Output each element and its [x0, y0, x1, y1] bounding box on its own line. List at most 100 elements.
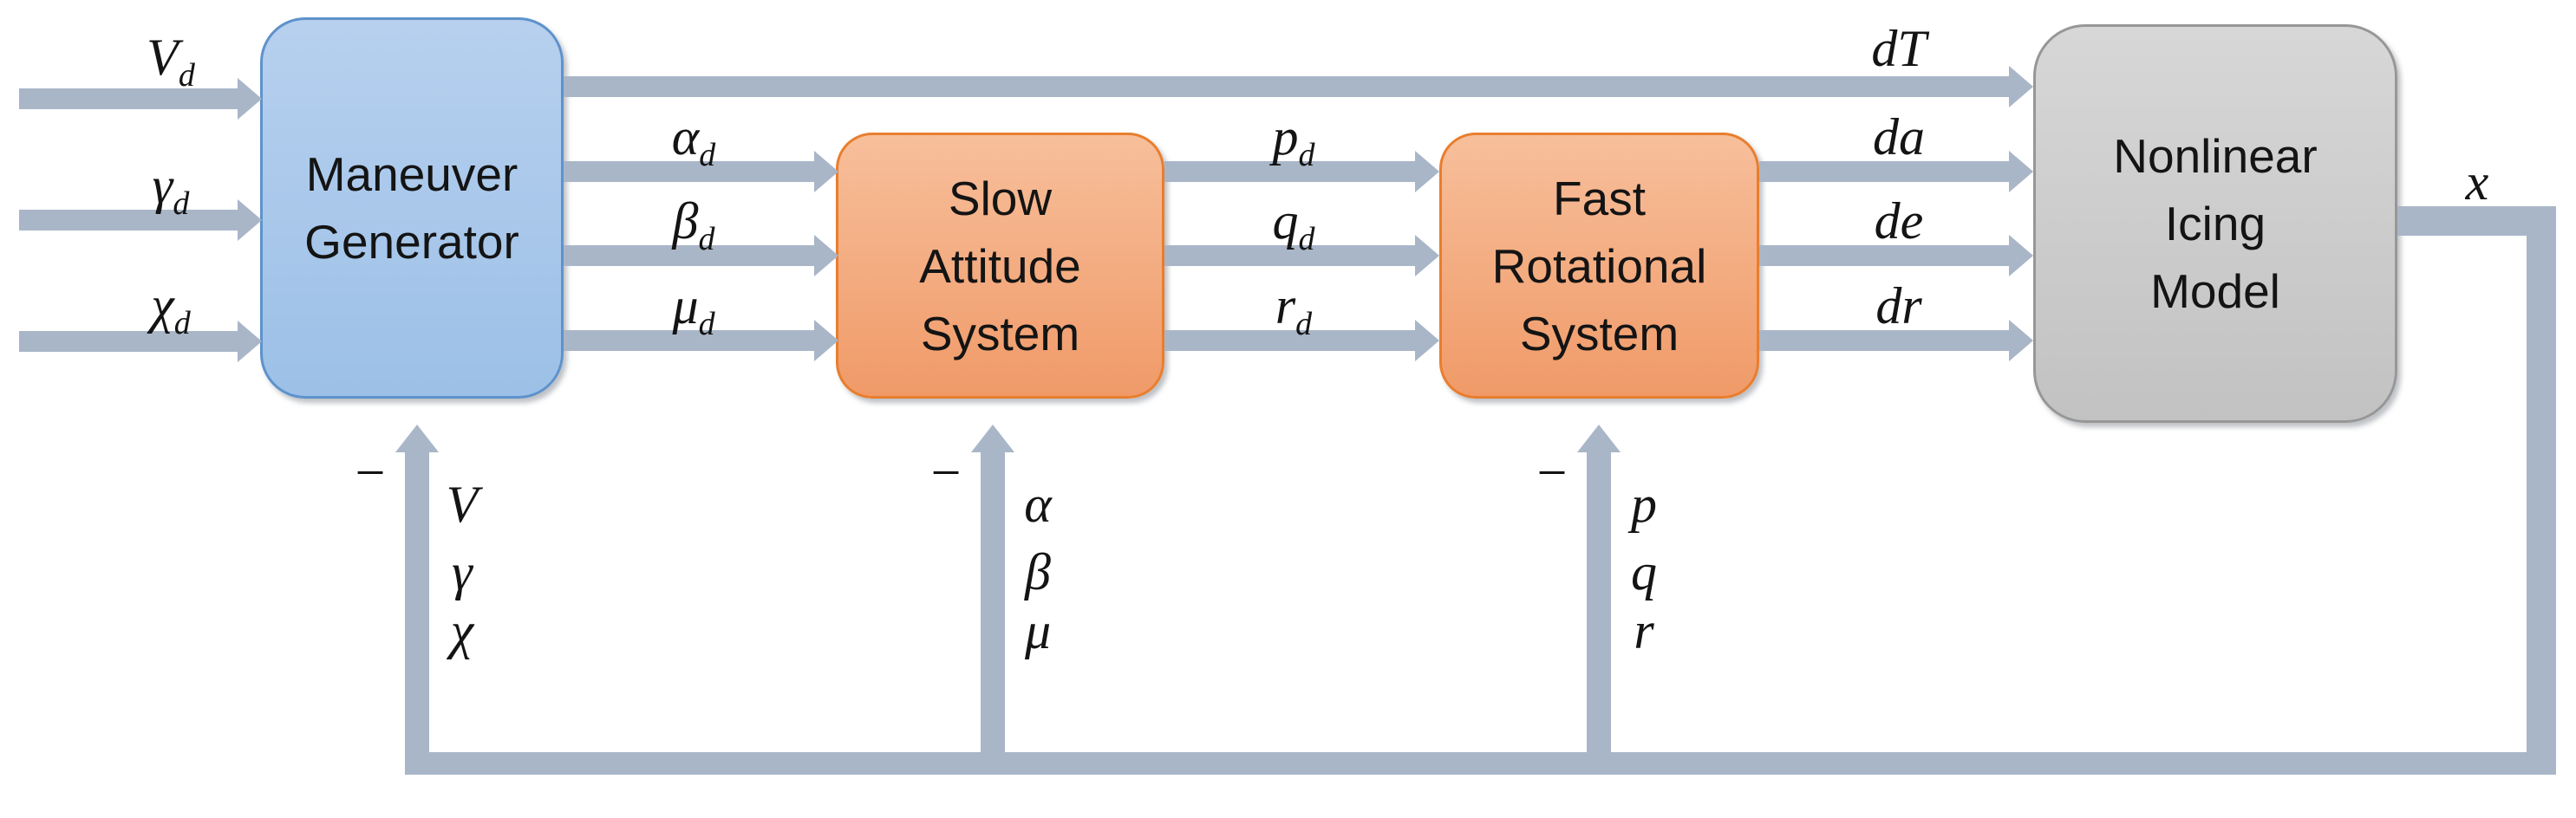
signal-label-dr: dr [1875, 280, 1921, 332]
block-label-line: System [1519, 306, 1679, 360]
feedback-arrow-maneuver [395, 425, 439, 775]
signal-label-betad: βd [672, 192, 715, 256]
block-fast-rotational-system: Fast Rotational System [1439, 133, 1759, 399]
label-subscript: d [1295, 306, 1313, 342]
block-label-line: Maneuver [305, 147, 518, 201]
feedback-label-q: q [1631, 543, 1657, 601]
label-base: q [1272, 192, 1299, 250]
block-label-line: System [920, 306, 1080, 360]
arrow-head-icon [238, 321, 262, 362]
label-base: dT [1871, 20, 1927, 77]
arrow-shaft [564, 330, 816, 351]
block-maneuver-generator: Maneuver Generator [260, 17, 564, 399]
arrow-betad [564, 235, 838, 276]
label-base: χ [151, 276, 174, 334]
arrow-shaft [1759, 245, 2011, 266]
signal-label-alphad: αd [672, 111, 716, 172]
arrow-alphad [564, 151, 838, 192]
block-label-line: Generator [304, 215, 519, 269]
arrow-mud [564, 320, 838, 361]
arrow-shaft [19, 331, 239, 352]
signal-label-x: x [2466, 156, 2489, 208]
arrow-shaft [564, 76, 2011, 97]
feedback-label-gamma: γ [452, 543, 473, 601]
arrow-head-icon [1415, 151, 1439, 192]
label-base: β [672, 192, 699, 250]
label-base: da [1873, 108, 1925, 166]
minus-sign-maneuver: − [355, 444, 386, 503]
feedback-label-chi: χ [450, 602, 474, 659]
label-subscript: d [1298, 137, 1315, 173]
arrow-head-icon [1577, 425, 1621, 452]
label-base: p [1272, 108, 1299, 166]
arrow-head-icon [1415, 320, 1439, 361]
label-base: de [1874, 192, 1924, 250]
block-label-line: Icing [2164, 197, 2266, 250]
arrow-head-icon [814, 151, 838, 192]
feedback-line-bottom [405, 752, 2556, 775]
arrow-shaft [1759, 330, 2011, 351]
arrow-shaft [19, 88, 239, 109]
label-subscript: d [173, 185, 190, 222]
arrow-shaft [981, 452, 1005, 775]
arrow-shaft [564, 245, 816, 266]
label-subscript: d [698, 306, 715, 342]
arrow-da [1759, 151, 2033, 192]
arrow-head-icon [1415, 235, 1439, 276]
label-base: dr [1875, 277, 1922, 334]
label-base: V [147, 29, 179, 86]
arrow-input-gammad [19, 199, 262, 241]
label-base: r [1275, 277, 1296, 334]
arrow-head-icon [2009, 320, 2033, 361]
signal-label-gammad: γd [152, 157, 190, 220]
arrow-head-icon [971, 425, 1014, 452]
signal-label-rd: rd [1275, 277, 1312, 341]
arrow-shaft [405, 452, 429, 775]
feedback-line-right [2527, 206, 2556, 775]
label-subscript: d [178, 57, 195, 94]
feedback-arrow-slow-attitude [971, 425, 1014, 775]
minus-sign-slow-attitude: − [930, 444, 962, 503]
label-base: γ [152, 157, 173, 214]
signal-label-dt: dT [1871, 23, 1926, 75]
arrow-shaft [1587, 452, 1611, 775]
block-label-line: Nonlinear [2113, 129, 2318, 183]
arrow-shaft [1164, 245, 1417, 266]
arrow-qd [1164, 235, 1439, 276]
feedback-arrow-fast-rotational [1577, 425, 1621, 775]
label-subscript: d [698, 221, 715, 257]
block-label-line: Model [2150, 264, 2280, 318]
arrow-input-chid [19, 321, 262, 362]
arrow-head-icon [238, 78, 262, 120]
feedback-label-mu: μ [1024, 602, 1052, 659]
arrow-pd [1164, 151, 1439, 192]
minus-sign-fast-rotational: − [1536, 444, 1568, 503]
arrow-de [1759, 235, 2033, 276]
block-label-line: Attitude [919, 238, 1081, 293]
arrow-shaft [564, 161, 816, 182]
arrow-head-icon [238, 199, 262, 241]
feedback-label-p: p [1631, 476, 1657, 533]
arrow-head-icon [2009, 66, 2033, 107]
arrow-head-icon [2009, 151, 2033, 192]
label-subscript: d [1298, 221, 1315, 257]
signal-label-chid: χd [151, 276, 190, 340]
arrow-dt [564, 66, 2033, 107]
signal-label-de: de [1875, 195, 1924, 247]
arrow-head-icon [2009, 235, 2033, 276]
label-subscript: d [699, 137, 716, 173]
block-label-line: Slow [948, 171, 1053, 225]
feedback-label-alpha: α [1024, 476, 1052, 533]
arrow-shaft [19, 210, 239, 230]
block-nonlinear-icing-model: Nonlinear Icing Model [2033, 24, 2397, 423]
block-slow-attitude-system: Slow Attitude System [836, 133, 1164, 399]
feedback-label-beta: β [1025, 543, 1051, 601]
signal-label-pd: pd [1272, 108, 1315, 172]
arrow-shaft [1164, 161, 1417, 182]
arrow-shaft [1164, 330, 1417, 351]
arrow-shaft [1759, 161, 2011, 182]
arrow-rd [1164, 320, 1439, 361]
label-base: x [2465, 153, 2489, 211]
signal-label-da: da [1873, 111, 1925, 163]
